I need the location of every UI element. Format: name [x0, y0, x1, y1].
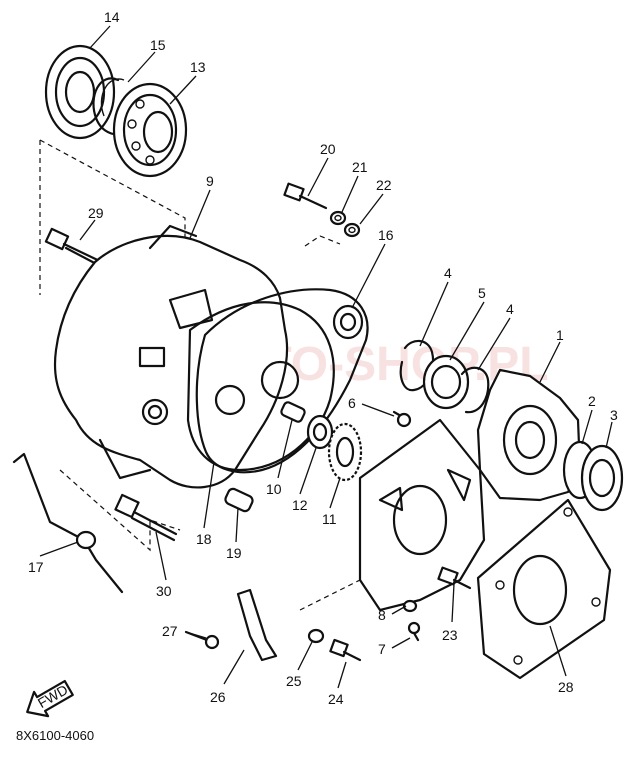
callout-12: 12	[292, 497, 308, 513]
rod-17	[12, 452, 124, 594]
screw-6	[392, 410, 412, 428]
screw-7	[407, 621, 421, 642]
callout-19: 19	[226, 545, 242, 561]
callout-17: 17	[28, 559, 44, 575]
callout-11: 11	[322, 511, 337, 527]
washer-8	[402, 599, 418, 613]
callout-4a: 4	[444, 265, 452, 281]
washer-21	[329, 210, 347, 226]
callout-7: 7	[378, 641, 386, 657]
callout-13: 13	[190, 59, 206, 75]
callout-30: 30	[156, 583, 172, 599]
callout-27: 27	[162, 623, 178, 639]
assembly-line-30	[59, 469, 181, 552]
washer-22	[343, 222, 361, 238]
callout-5: 5	[478, 285, 486, 301]
bolt-24	[329, 638, 362, 662]
callout-24: 24	[328, 691, 344, 707]
callout-16: 16	[378, 227, 394, 243]
dowel-pin-10	[280, 401, 306, 423]
callout-18: 18	[196, 531, 212, 547]
bearing-13	[112, 82, 188, 178]
bearing-3	[580, 444, 624, 512]
gear-11	[327, 422, 363, 482]
bracket-26	[236, 588, 278, 662]
callout-14: 14	[104, 9, 120, 25]
callout-29: 29	[88, 205, 104, 221]
bolt-29	[44, 227, 108, 270]
clip-4b	[460, 366, 490, 414]
bolt-23	[437, 566, 472, 590]
bolt-27	[184, 630, 220, 650]
collar-5	[422, 354, 470, 410]
callout-8: 8	[378, 607, 386, 623]
callout-15: 15	[150, 37, 166, 53]
dowel-pin-19	[224, 487, 254, 513]
gasket-28	[476, 498, 612, 680]
callout-21: 21	[352, 159, 368, 175]
callout-25: 25	[286, 673, 302, 689]
bolt-20	[283, 182, 328, 210]
callout-2: 2	[588, 393, 596, 409]
callout-26: 26	[210, 689, 226, 705]
callout-28: 28	[558, 679, 574, 695]
gasket-plate	[358, 418, 486, 612]
bearing-14	[44, 44, 116, 140]
fwd-arrow-icon: FWD	[26, 679, 74, 718]
diagram-reference-code: 8X6100-4060	[16, 728, 95, 743]
callout-6: 6	[348, 395, 356, 411]
callout-10: 10	[266, 481, 282, 497]
washer-25	[307, 628, 325, 644]
callout-3: 3	[610, 407, 618, 423]
assembly-line-25	[299, 579, 361, 611]
bolt-30	[114, 493, 178, 542]
oil-seal-16	[332, 304, 364, 340]
bearing-12	[306, 414, 334, 450]
assembly-line-bolt-20	[304, 235, 341, 247]
callout-9: 9	[206, 173, 214, 189]
callout-4b: 4	[506, 301, 514, 317]
leader-lines	[39, 25, 613, 689]
callout-20: 20	[320, 141, 336, 157]
callout-23: 23	[442, 627, 458, 643]
callout-labels: 14 15 13 9 29 20 21 22 16 4 5 4 1 2 3 6 …	[28, 9, 618, 707]
callout-1: 1	[556, 327, 564, 343]
crankcase-9	[53, 224, 335, 489]
callout-22: 22	[376, 177, 392, 193]
